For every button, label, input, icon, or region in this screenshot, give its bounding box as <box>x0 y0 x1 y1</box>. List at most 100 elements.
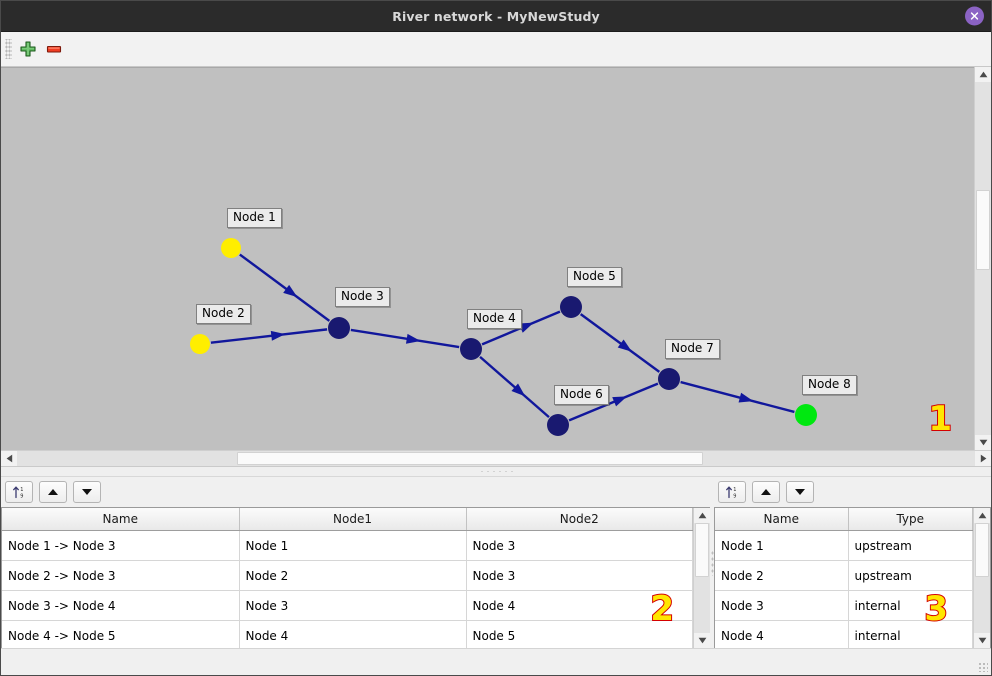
reaches-vscroll-track[interactable] <box>694 523 710 633</box>
graph-node-label-node-5[interactable]: Node 5 <box>567 267 622 287</box>
nodes-move-up-icon[interactable] <box>752 481 780 503</box>
graph-node-node-7[interactable] <box>658 368 680 390</box>
reaches-vscroll-thumb[interactable] <box>695 523 709 577</box>
graph-edge[interactable] <box>680 380 795 414</box>
graph-hscroll-thumb[interactable] <box>237 452 703 465</box>
graph-node-label-node-8[interactable]: Node 8 <box>802 375 857 395</box>
nodes-cell[interactable]: Node 2 <box>715 560 849 591</box>
reaches-cell[interactable]: Node 4 -> Node 5 <box>2 620 240 648</box>
reaches-column-header[interactable]: Node2 <box>466 508 693 531</box>
reaches-sort-icon[interactable]: 1 9 <box>5 481 33 503</box>
reaches-cell[interactable]: Node 2 -> Node 3 <box>2 560 240 591</box>
graph-vscroll-thumb[interactable] <box>976 190 990 270</box>
reaches-cell[interactable]: Node 3 -> Node 4 <box>2 590 240 621</box>
graph-node-node-1[interactable] <box>221 238 241 258</box>
nodes-cell[interactable]: Node 4 <box>715 620 849 648</box>
window-resize-grip[interactable] <box>978 662 988 672</box>
horizontal-splitter[interactable] <box>1 466 991 477</box>
graph-node-label-node-1[interactable]: Node 1 <box>227 208 282 228</box>
graph-edge[interactable] <box>239 253 331 322</box>
reaches-cell[interactable]: Node 3 <box>239 590 467 621</box>
reaches-vertical-scrollbar[interactable] <box>693 508 710 648</box>
graph-edge[interactable] <box>479 355 550 419</box>
scroll-right-icon[interactable] <box>975 451 991 466</box>
nodes-scroll-up-icon[interactable] <box>974 508 990 523</box>
graph-node-node-2[interactable] <box>190 334 210 354</box>
reaches-cell[interactable]: Node 3 <box>466 530 693 561</box>
reaches-cell[interactable]: Node 1 <box>239 530 467 561</box>
graph-edge[interactable] <box>568 382 659 422</box>
nodes-column-header[interactable]: Name <box>715 508 849 531</box>
graph-node-node-4[interactable] <box>460 338 482 360</box>
graph-edge[interactable] <box>210 328 328 344</box>
nodes-vertical-scrollbar[interactable] <box>973 508 990 648</box>
graph-node-label-node-7[interactable]: Node 7 <box>665 339 720 359</box>
vertical-splitter[interactable] <box>710 477 714 648</box>
reaches-cell[interactable]: Node 2 <box>239 560 467 591</box>
nodes-cell[interactable]: internal <box>848 620 973 648</box>
graph-horizontal-scrollbar[interactable] <box>1 450 991 466</box>
nodes-scroll-down-icon[interactable] <box>974 633 990 648</box>
nodes-vscroll-track[interactable] <box>974 523 990 633</box>
graph-node-label-node-6[interactable]: Node 6 <box>554 385 609 405</box>
graph-vscroll-track[interactable] <box>975 82 991 435</box>
network-graph-canvas[interactable]: Node 1 Node 2 Node 3 Node 4 Node 5 Node 6 Node… <box>1 67 974 450</box>
scroll-down-icon[interactable] <box>975 435 991 450</box>
reaches-cell[interactable]: Node 5 <box>466 620 693 648</box>
nodes-vscroll-thumb[interactable] <box>975 523 989 577</box>
add-plus-icon[interactable] <box>15 36 41 62</box>
reaches-column-header[interactable]: Node1 <box>239 508 467 531</box>
svg-text:9: 9 <box>20 493 23 499</box>
scroll-up-icon[interactable] <box>975 67 991 82</box>
graph-edge[interactable] <box>350 328 460 349</box>
close-icon[interactable] <box>965 6 984 26</box>
graph-nodes <box>190 238 817 436</box>
main-toolbar <box>1 32 991 67</box>
graph-node-node-6[interactable] <box>547 414 569 436</box>
graph-node-label-node-4[interactable]: Node 4 <box>467 309 522 329</box>
graph-node-node-8[interactable] <box>795 404 817 426</box>
graph-node-label-node-2[interactable]: Node 2 <box>196 304 251 324</box>
nodes-cell[interactable]: upstream <box>848 560 973 591</box>
scroll-left-icon[interactable] <box>1 451 17 466</box>
remove-minus-icon[interactable] <box>41 36 67 62</box>
reaches-move-down-icon[interactable] <box>73 481 101 503</box>
nodes-cell[interactable]: Node 3 <box>715 590 849 621</box>
nodes-column-header[interactable]: Type <box>848 508 973 531</box>
reaches-move-up-icon[interactable] <box>39 481 67 503</box>
reaches-column-header[interactable]: Name <box>2 508 240 531</box>
graph-node-node-5[interactable] <box>560 296 582 318</box>
reaches-cell[interactable]: Node 4 <box>239 620 467 648</box>
toolbar-drag-handle[interactable] <box>5 39 12 59</box>
graph-hscroll-track[interactable] <box>17 451 975 466</box>
nodes-sort-icon[interactable]: 1 9 <box>718 481 746 503</box>
graph-node-label-node-3[interactable]: Node 3 <box>335 287 390 307</box>
graph-vertical-scrollbar[interactable] <box>974 67 991 450</box>
reaches-scroll-down-icon[interactable] <box>694 633 710 648</box>
nodes-cell[interactable]: upstream <box>848 530 973 561</box>
reaches-cell[interactable]: Node 4 <box>466 590 693 621</box>
nodes-cell[interactable]: Node 1 <box>715 530 849 561</box>
reaches-cell[interactable]: Node 1 -> Node 3 <box>2 530 240 561</box>
reaches-cell[interactable]: Node 3 <box>466 560 693 591</box>
nodes-cell[interactable]: internal <box>848 590 973 621</box>
graph-node-node-3[interactable] <box>328 317 350 339</box>
nodes-move-down-icon[interactable] <box>786 481 814 503</box>
graph-edge[interactable] <box>579 313 661 373</box>
reaches-scroll-up-icon[interactable] <box>694 508 710 523</box>
